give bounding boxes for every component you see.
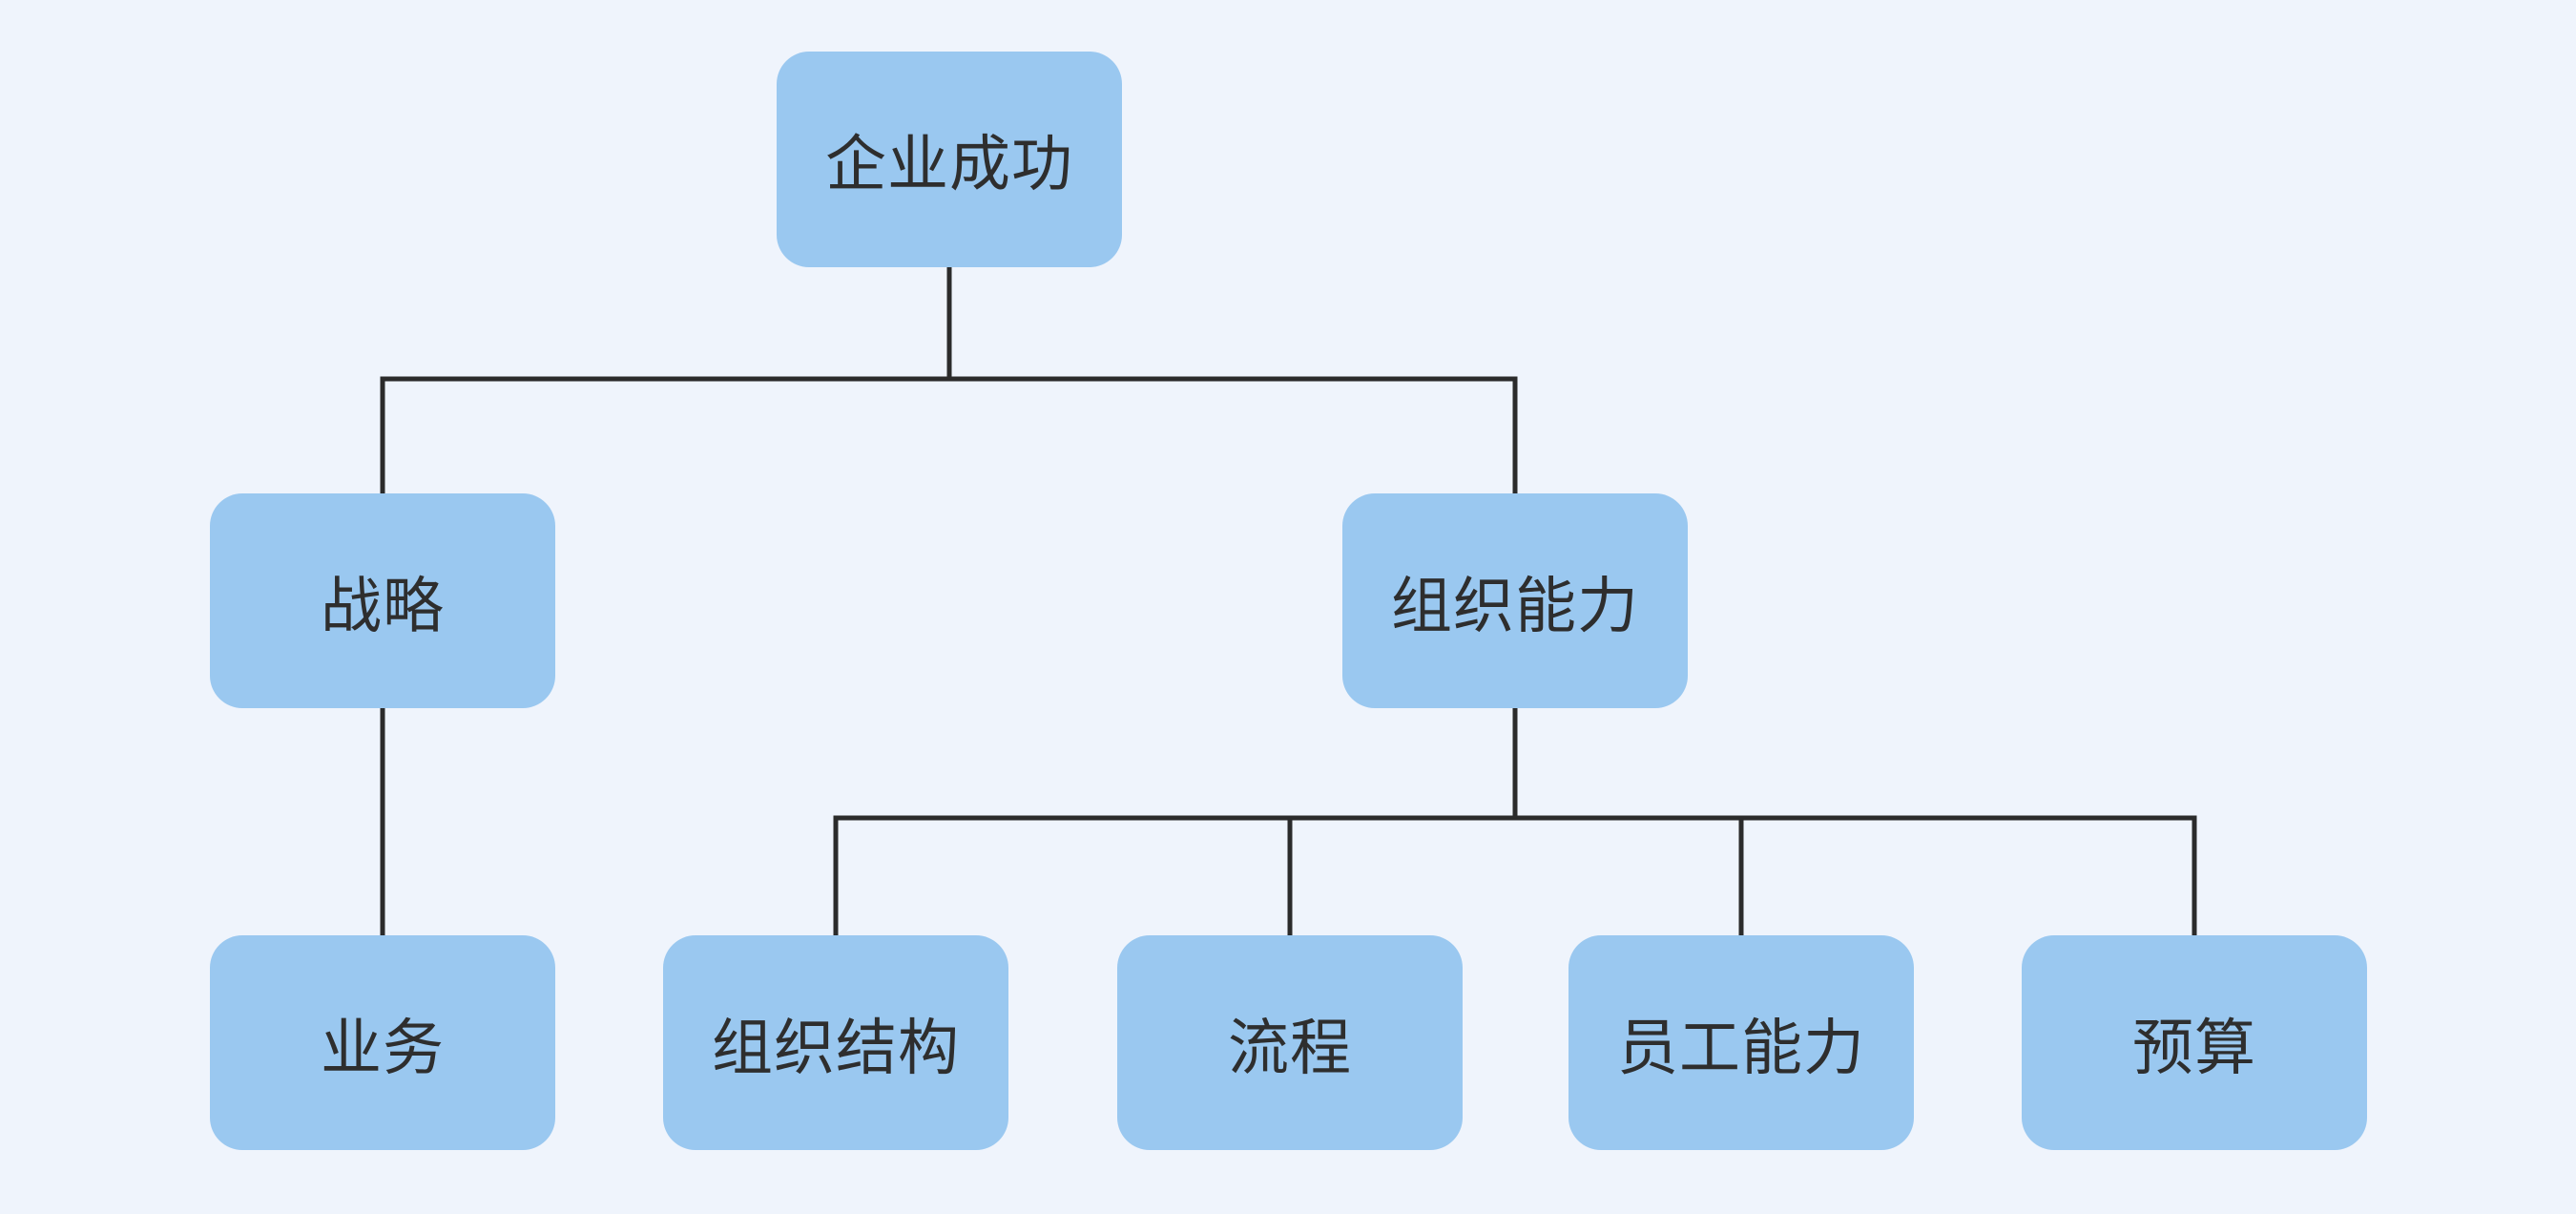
- node-label: 企业成功: [825, 130, 1073, 199]
- node-org-capability[interactable]: 组织能力: [1342, 493, 1688, 708]
- node-process[interactable]: 流程: [1117, 935, 1463, 1150]
- node-enterprise-success[interactable]: 企业成功: [777, 52, 1122, 267]
- node-label: 员工能力: [1617, 1013, 1865, 1082]
- node-budget[interactable]: 预算: [2022, 935, 2367, 1150]
- node-label: 预算: [2132, 1013, 2256, 1082]
- node-label: 流程: [1228, 1013, 1352, 1082]
- node-label: 业务: [321, 1013, 445, 1082]
- node-org-structure[interactable]: 组织结构: [663, 935, 1008, 1150]
- node-label: 组织结构: [712, 1013, 960, 1082]
- node-strategy[interactable]: 战略: [210, 493, 555, 708]
- node-employee-capability[interactable]: 员工能力: [1568, 935, 1914, 1150]
- node-label: 战略: [321, 571, 445, 640]
- node-label: 组织能力: [1391, 571, 1639, 640]
- node-business[interactable]: 业务: [210, 935, 555, 1150]
